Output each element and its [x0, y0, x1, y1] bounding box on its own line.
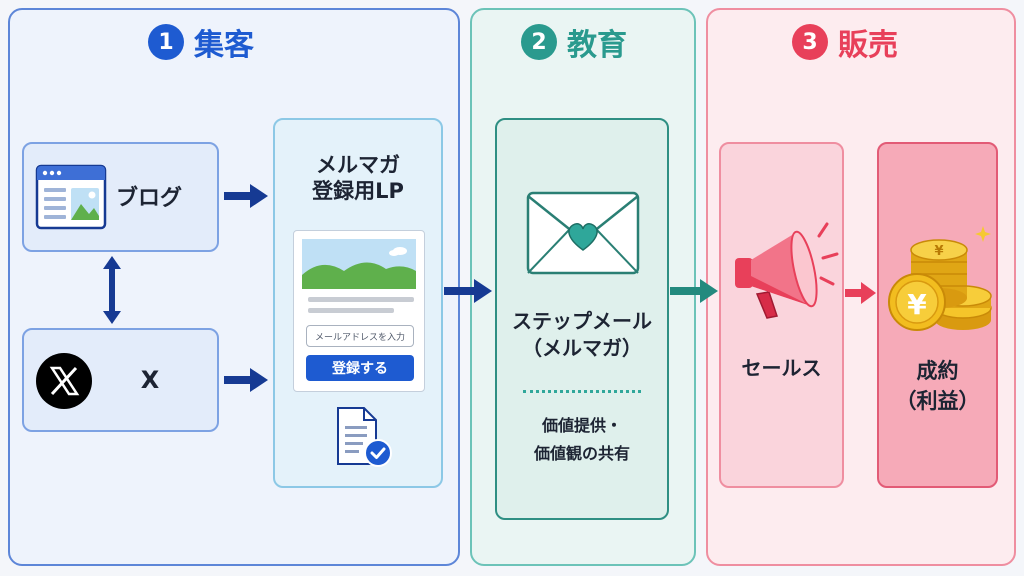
stage-3-label: 販売	[838, 28, 898, 63]
x-card: X	[22, 328, 219, 432]
email-input[interactable]: メールアドレスを入力	[306, 325, 414, 347]
dotted-divider	[523, 390, 641, 393]
lp-card: メルマガ 登録用LP メールアドレスを入力 登録する	[273, 118, 443, 488]
register-button[interactable]: 登録する	[306, 355, 414, 381]
browser-window-icon	[35, 164, 107, 230]
landscape-image-icon	[302, 239, 416, 289]
education-description: 価値提供・ 価値観の共有	[497, 412, 667, 468]
x-logo-icon	[36, 353, 92, 409]
stage-3-title: 3 販売	[792, 20, 898, 64]
step-mail-card: ステップメール （メルマガ） 価値提供・ 価値観の共有	[495, 118, 669, 520]
close-label: 成約 （利益）	[879, 356, 996, 416]
blog-to-lp-arrow-icon	[224, 184, 268, 208]
bidirectional-arrow-icon	[103, 256, 121, 324]
education-desc-line2: 価値観の共有	[533, 444, 630, 463]
x-to-lp-arrow-icon	[224, 368, 268, 392]
lp-title-line2: 登録用LP	[312, 179, 404, 203]
yen-symbol: ¥	[907, 288, 927, 321]
coin-stack-icon: ¥	[888, 226, 992, 331]
close-card: ¥ ¥ 成約 （利益）	[877, 142, 998, 488]
close-label-line2: （利益）	[895, 389, 980, 413]
lp-title: メルマガ 登録用LP	[275, 152, 441, 204]
x-label: X	[140, 366, 160, 394]
text-placeholder-line	[308, 297, 414, 302]
stage-2-label: 教育	[567, 28, 627, 63]
lp-title-line1: メルマガ	[316, 153, 400, 177]
education-to-sales-arrow-icon	[670, 279, 718, 303]
document-check-icon	[337, 407, 392, 467]
stage-2-number-badge: 2	[521, 24, 557, 60]
step-mail-title-line1: ステップメール	[512, 309, 652, 333]
stage-1-title: 1 集客	[148, 20, 254, 64]
sales-card: セールス	[719, 142, 844, 488]
stage-1-number-badge: 1	[148, 24, 184, 60]
svg-text:¥: ¥	[934, 244, 943, 259]
sales-to-close-arrow-icon	[845, 282, 876, 304]
sales-label: セールス	[741, 356, 822, 380]
lp-preview: メールアドレスを入力 登録する	[293, 230, 425, 392]
stage-1-label: 集客	[194, 28, 254, 63]
text-placeholder-line	[308, 308, 394, 313]
megaphone-icon	[735, 222, 839, 319]
stage-2-title: 2 教育	[521, 20, 627, 64]
envelope-heart-icon	[526, 191, 640, 275]
close-label-line1: 成約	[916, 359, 959, 383]
blog-label: ブログ	[116, 186, 183, 211]
education-desc-line1: 価値提供・	[541, 416, 622, 435]
step-mail-title: ステップメール （メルマガ）	[497, 308, 667, 362]
blog-card: ブログ	[22, 142, 219, 252]
stage-3-number-badge: 3	[792, 24, 828, 60]
lp-to-education-arrow-icon	[444, 279, 492, 303]
step-mail-title-line2: （メルマガ）	[522, 336, 642, 360]
